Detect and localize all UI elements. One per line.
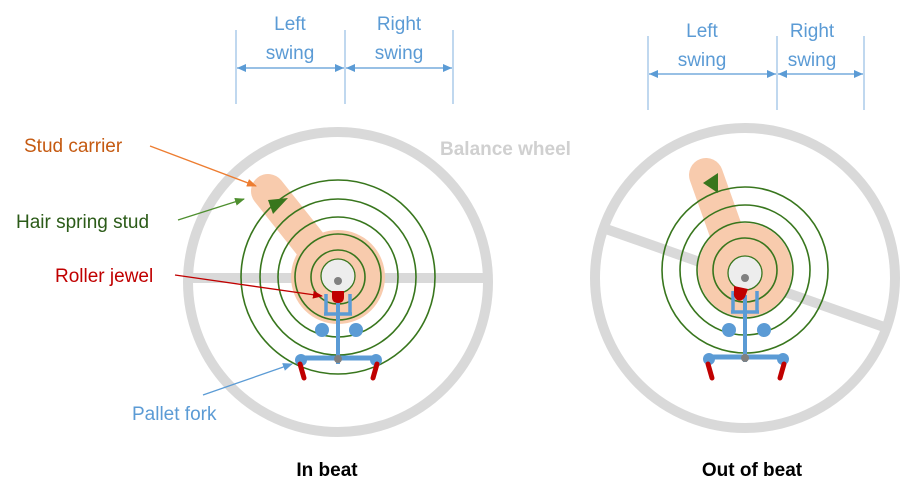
stud-carrier-label: Stud carrier [24,136,123,157]
pallet-fork-label: Pallet fork [132,404,217,425]
pallet-fork-pointer [202,363,293,396]
roller-table [320,258,356,294]
roller-jewel-label: Roller jewel [55,266,153,287]
left-swing-label-out-2: swing [678,50,727,71]
roller-jewel-out [733,286,748,301]
right-swing-label-out-2: swing [788,50,837,71]
hair-spring-stud-label: Hair spring stud [16,212,149,233]
out-of-beat-swing-markers: Left swing Right swing [647,21,865,110]
roller-table-out [727,255,763,291]
stud-carrier-pointer [149,145,257,187]
right-swing-label-2: swing [375,43,424,64]
balance-wheel-label: Balance wheel [440,139,571,160]
out-of-beat-caption: Out of beat [702,460,803,481]
roller-jewel [332,291,344,303]
pallet-fork-out [703,291,789,381]
left-swing-label-2: swing [266,43,315,64]
hair-spring-stud [268,198,288,214]
in-beat-caption: In beat [296,460,358,481]
out-of-beat-diagram: Left swing Right swing [590,21,900,481]
hair-spring-stud-pointer [177,197,245,221]
right-swing-label: Right [377,14,422,35]
hair-spring-stud-out [703,173,718,193]
right-swing-label-out: Right [790,21,835,42]
pallet-fork [295,294,382,381]
in-beat-swing-markers: Left swing Right swing [235,14,454,104]
left-swing-label: Left [274,14,306,35]
left-swing-label-out: Left [686,21,718,42]
in-beat-diagram: Left swing Right swing [16,14,571,481]
roller-jewel-pointer [174,274,323,299]
